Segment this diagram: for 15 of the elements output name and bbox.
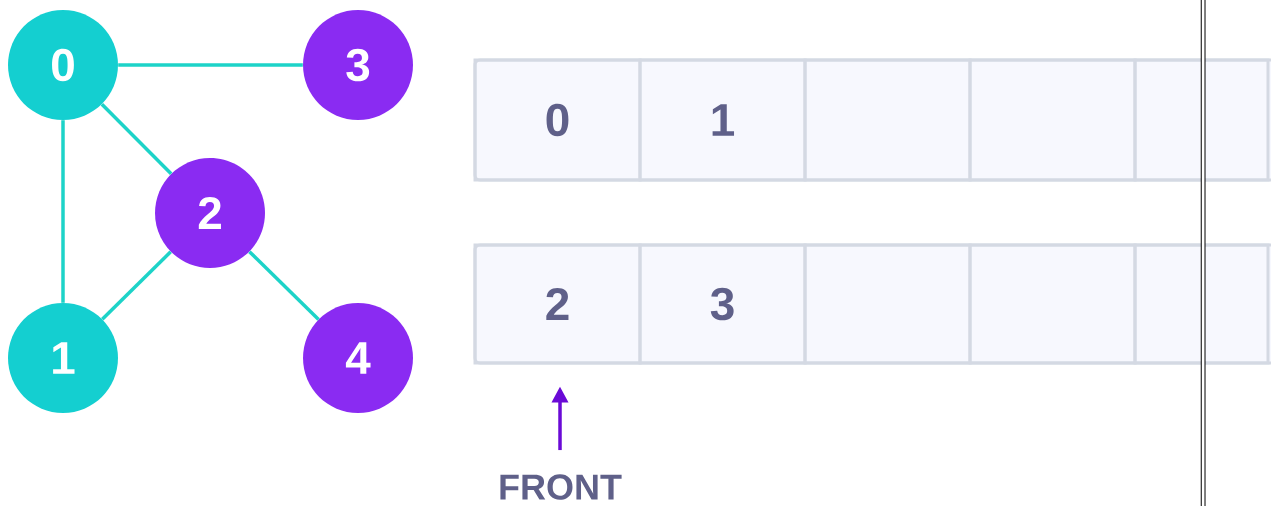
array-cell: 2 [473,243,642,365]
array-cell: 3 [638,243,807,365]
graph-vertex: 1 [8,303,118,413]
graph-vertex: 0 [8,10,118,120]
graph-edge [61,120,65,303]
graph-edge [118,63,303,67]
array-cell: 1 [638,58,807,182]
array-cell: 0 [473,58,642,182]
graph-vertex: 3 [303,10,413,120]
pointer-label: FRONT [500,474,622,500]
graph-vertex: 4 [303,303,413,413]
graph-edge [100,102,173,176]
graph-edge [101,250,172,321]
graph-edge [248,250,320,321]
graph-vertex: 2 [155,158,265,268]
